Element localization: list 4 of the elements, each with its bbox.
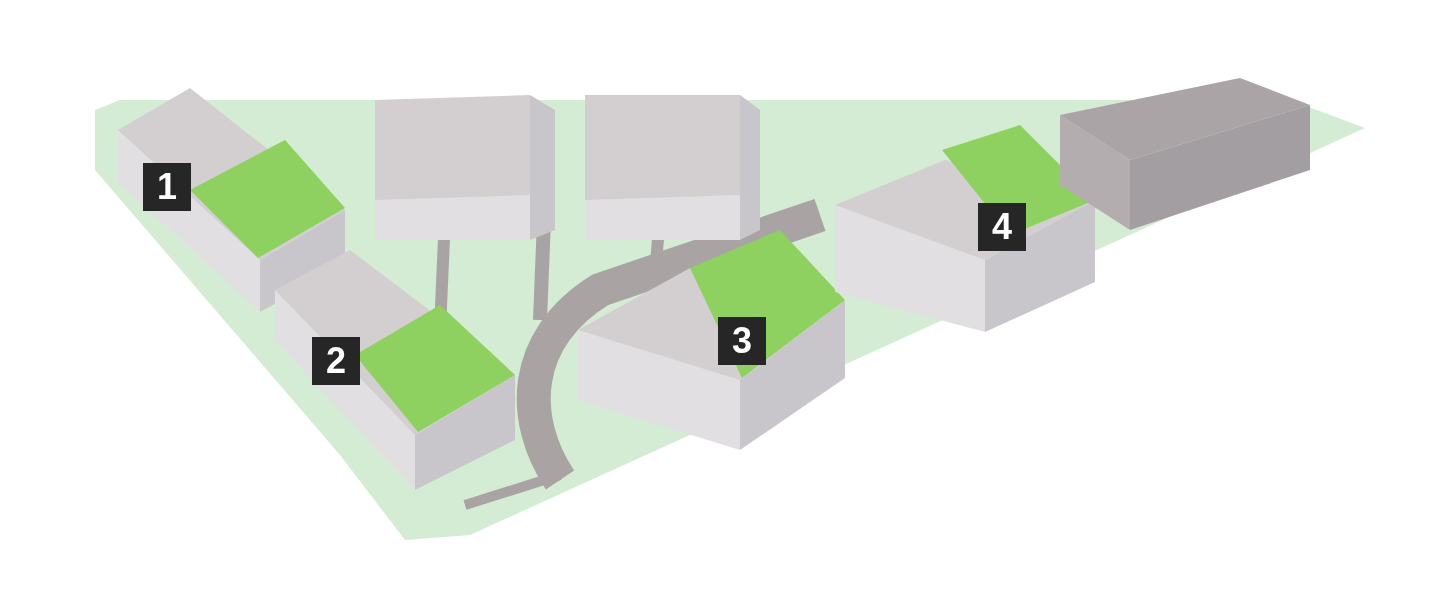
callout-number: 2 [312,337,360,385]
callout-number: 1 [143,163,191,211]
callout-number: 4 [978,203,1026,251]
callout-number: 3 [718,317,766,365]
